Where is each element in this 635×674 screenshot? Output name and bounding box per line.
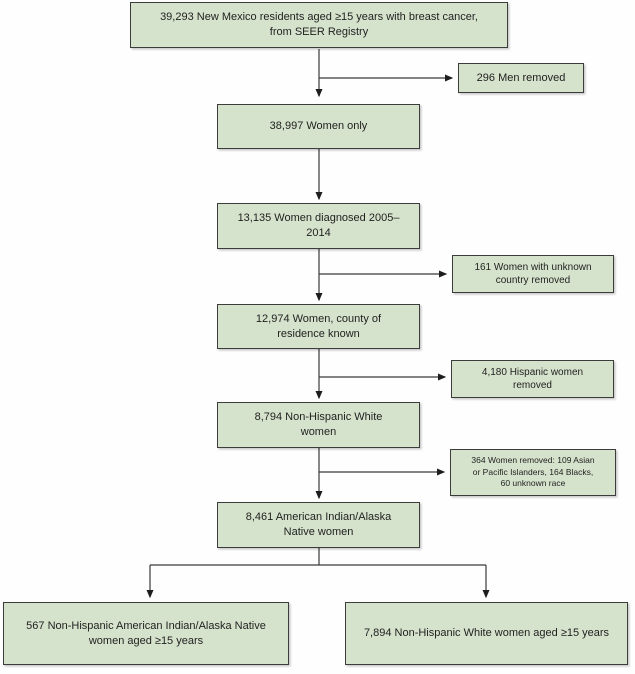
flow-box-aian-women: 8,461 American Indian/Alaska Native wome… — [217, 502, 420, 548]
flow-box-hispanic-removed: 4,180 Hispanic women removed — [451, 360, 614, 398]
flow-box-unknown-country-removed: 161 Women with unknown country removed — [452, 255, 614, 293]
flow-box-county-known: 12,974 Women, county of residence known — [217, 304, 420, 349]
flow-box-women-diagnosed: 13,135 Women diagnosed 2005– 2014 — [217, 203, 420, 249]
flow-box-women-only: 38,997 Women only — [217, 104, 420, 149]
flow-box-seer-registry: 39,293 New Mexico residents aged ≥15 yea… — [130, 2, 508, 48]
flow-box-non-hispanic-white-women: 8,794 Non-Hispanic White women — [217, 402, 420, 448]
flow-box-final-aian-cohort: 567 Non-Hispanic American Indian/Alaska … — [3, 602, 289, 665]
flow-box-men-removed: 296 Men removed — [458, 63, 584, 93]
flow-box-other-race-removed: 364 Women removed: 109 Asian or Pacific … — [450, 449, 616, 496]
flow-box-final-white-cohort: 7,894 Non-Hispanic White women aged ≥15 … — [345, 602, 628, 665]
